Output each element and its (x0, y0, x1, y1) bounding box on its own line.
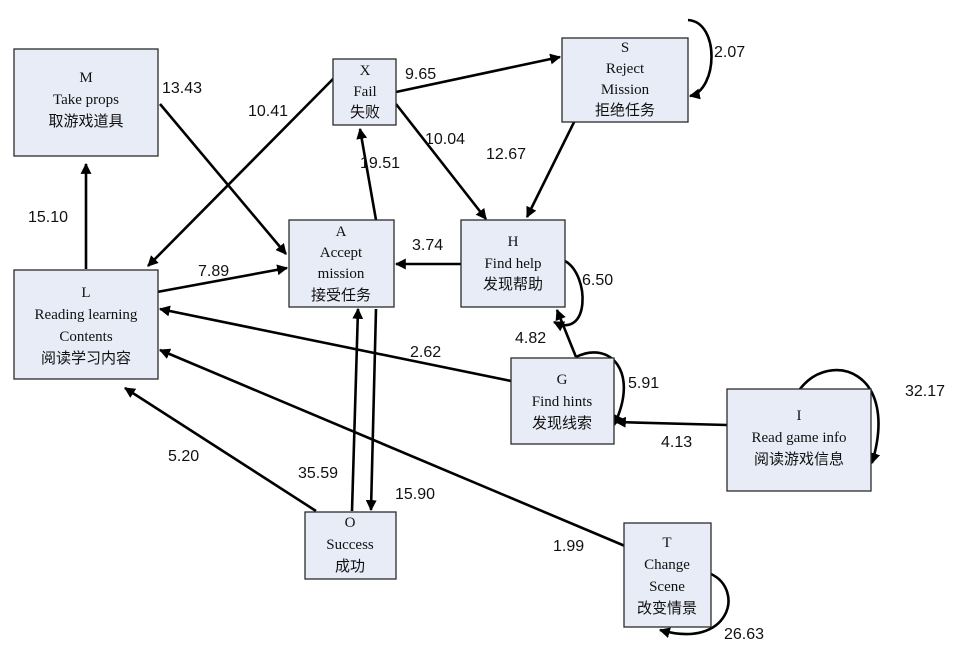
node-g-label-cn: 发现线索 (532, 414, 592, 432)
edge-label-x-to-s: 9.65 (405, 66, 436, 83)
node-a: A Accept mission 接受任务 (288, 219, 395, 308)
edge-s-self-loop (687, 18, 713, 100)
edge-g-self-loop (575, 351, 626, 426)
edge-m-to-a (159, 103, 287, 255)
node-a-label-cn: 接受任务 (311, 286, 371, 304)
edge-a-to-o (365, 308, 378, 512)
node-o-label-cn: 成功 (335, 557, 365, 575)
edge-label-g-to-l: 2.62 (410, 344, 441, 361)
node-i: I Read game info 阅读游戏信息 (726, 388, 872, 492)
node-g: G Find hints 发现线索 (510, 357, 615, 445)
node-i-label: Read game info (752, 430, 847, 446)
node-s-label-2: Mission (601, 82, 650, 98)
edge-label-a-to-x: 19.51 (360, 155, 400, 172)
edge-label-g-to-h: 4.82 (515, 330, 546, 347)
edge-t-to-l (158, 348, 626, 548)
edge-x-to-h (394, 103, 488, 220)
edge-label-t-to-l: 1.99 (553, 538, 584, 555)
edge-x-to-s (395, 53, 562, 94)
edge-label-h-self-loop: 6.50 (582, 272, 613, 289)
node-x-id: X (360, 63, 371, 79)
edge-label-l-to-m: 15.10 (28, 209, 68, 226)
node-o-id: O (345, 515, 356, 531)
node-a-label-2: mission (318, 266, 365, 282)
node-g-label: Find hints (532, 394, 593, 410)
node-i-label-cn: 阅读游戏信息 (754, 450, 844, 468)
edge-t-self-loop (658, 572, 730, 638)
node-h-label-cn: 发现帮助 (483, 275, 543, 293)
edge-g-to-l (158, 305, 512, 383)
edge-labels: 13.43 10.41 9.65 10.04 2.07 12.67 19.51 … (28, 44, 945, 643)
node-o-label: Success (326, 537, 374, 553)
edge-label-h-to-a: 3.74 (412, 237, 443, 254)
node-l-label-2: Contents (59, 329, 112, 345)
edge-label-m-to-a: 13.43 (162, 80, 202, 97)
node-l-id: L (81, 285, 90, 301)
edge-label-g-self-loop: 5.91 (628, 375, 659, 392)
node-i-id: I (797, 408, 802, 424)
edge-label-x-to-l: 10.41 (248, 103, 288, 120)
node-m-label-cn: 取游戏道具 (48, 112, 123, 130)
node-h-label: Find help (484, 256, 541, 272)
node-x-label-cn: 失败 (350, 103, 380, 121)
node-s-label-cn: 拒绝任务 (595, 101, 655, 119)
node-t-id: T (662, 535, 671, 551)
node-x: X Fail 失败 (332, 58, 397, 126)
edge-x-to-l (147, 76, 336, 267)
nodes: M Take props 取游戏道具 X Fail 失败 S Reject Mi… (13, 37, 872, 628)
node-l-label-1: Reading learning (35, 307, 138, 323)
node-t-label-2: Scene (649, 579, 685, 595)
node-h: H Find help 发现帮助 (460, 219, 566, 308)
node-t-label-cn: 改变情景 (637, 599, 697, 617)
node-a-label-1: Accept (320, 245, 363, 261)
node-s: S Reject Mission 拒绝任务 (561, 37, 689, 123)
node-t-label-1: Change (644, 557, 690, 573)
node-t: T Change Scene 改变情景 (623, 522, 712, 628)
edge-label-a-to-o: 15.90 (395, 486, 435, 503)
edge-label-x-to-h: 10.04 (425, 131, 465, 148)
edge-i-to-g (614, 416, 728, 428)
edge-label-s-self-loop: 2.07 (714, 44, 745, 61)
edge-i-self-loop (798, 368, 881, 465)
node-l: L Reading learning Contents 阅读学习内容 (13, 269, 159, 380)
node-m-id: M (79, 70, 92, 86)
node-m-label: Take props (53, 92, 119, 108)
node-s-id: S (621, 40, 629, 56)
node-o: O Success 成功 (304, 511, 397, 580)
edge-label-t-self-loop: 26.63 (724, 626, 764, 643)
node-l-label-cn: 阅读学习内容 (41, 349, 131, 367)
edge-label-i-to-g: 4.13 (661, 434, 692, 451)
node-g-id: G (557, 372, 568, 388)
edge-g-to-h (555, 308, 578, 358)
edge-label-s-to-h: 12.67 (486, 146, 526, 163)
edge-o-to-l (124, 386, 317, 513)
edge-label-i-self-loop: 32.17 (905, 383, 945, 400)
edge-h-self-loop (553, 259, 584, 332)
node-m: M Take props 取游戏道具 (13, 48, 159, 157)
node-x-label: Fail (353, 84, 376, 100)
edge-label-o-to-a: 35.59 (298, 465, 338, 482)
edge-a-to-x (356, 127, 378, 221)
edge-l-to-a (156, 264, 289, 294)
edges (80, 18, 881, 638)
node-a-id: A (336, 224, 347, 240)
edge-label-l-to-a: 7.89 (198, 263, 229, 280)
node-s-label-1: Reject (606, 61, 645, 77)
node-h-id: H (508, 234, 519, 250)
edge-label-o-to-l: 5.20 (168, 448, 199, 465)
edge-o-to-a (350, 307, 364, 512)
